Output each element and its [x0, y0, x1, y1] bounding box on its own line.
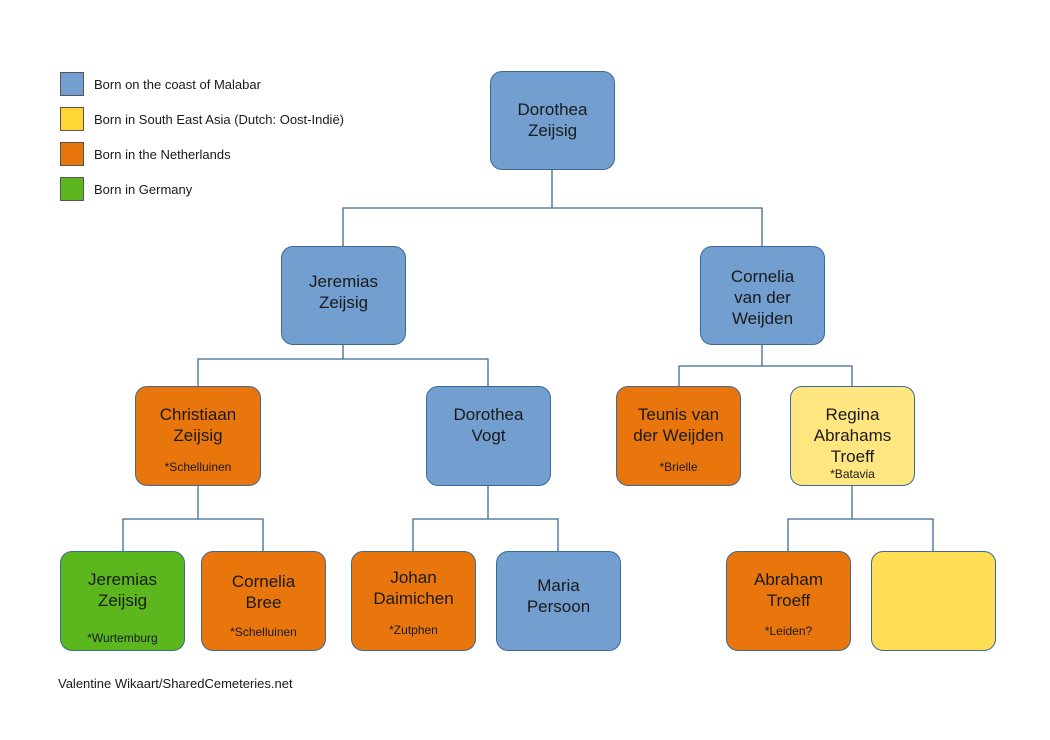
legend-swatch-germany	[60, 177, 84, 201]
node-dorothea-zeijsig: Dorothea Zeijsig	[490, 71, 615, 170]
legend-swatch-malabar	[60, 72, 84, 96]
node-name: Maria Persoon	[526, 576, 591, 616]
node-name: Johan Daimichen	[373, 568, 454, 608]
connector-regina-parents	[787, 518, 934, 551]
legend-swatch-southeast-asia	[60, 107, 84, 131]
node-cornelia-bree: Cornelia Bree *Schelluinen	[201, 551, 326, 651]
connector-parents-level1	[342, 207, 763, 246]
legend-label-malabar: Born on the coast of Malabar	[94, 76, 261, 92]
legend-item-southeast-asia: Born in South East Asia (Dutch: Oost-Ind…	[60, 105, 344, 133]
connector-christiaan-parents	[122, 518, 264, 551]
connector-vogt-parents	[412, 518, 559, 551]
legend-item-germany: Born in Germany	[60, 175, 192, 203]
legend-swatch-netherlands	[60, 142, 84, 166]
node-birthplace: *Zutphen	[389, 623, 438, 637]
node-name: Jeremias Zeijsig	[309, 272, 378, 312]
node-abraham-troeff: Abraham Troeff *Leiden?	[726, 551, 851, 651]
node-birthplace: *Wurtemburg	[87, 631, 158, 645]
node-regina-abrahams-troeff: Regina Abrahams Troeff *Batavia	[790, 386, 915, 486]
legend-item-malabar: Born on the coast of Malabar	[60, 70, 261, 98]
node-name: Dorothea Zeijsig	[517, 100, 588, 140]
legend-label-southeast-asia: Born in South East Asia (Dutch: Oost-Ind…	[94, 111, 345, 127]
legend-label-netherlands: Born in the Netherlands	[94, 146, 231, 162]
node-name: Cornelia Bree	[231, 572, 296, 612]
node-name: Christiaan Zeijsig	[159, 405, 237, 445]
node-dorothea-vogt: Dorothea Vogt	[426, 386, 551, 486]
node-birthplace: *Schelluinen	[164, 460, 232, 474]
node-name: Abraham Troeff	[754, 570, 823, 610]
connector-jeremias-parents	[197, 358, 489, 386]
node-johan-daimichen: Johan Daimichen *Zutphen	[351, 551, 476, 651]
node-cornelia-van-der-weijden: Cornelia van der Weijden	[700, 246, 825, 345]
credit-text: Valentine Wikaart/SharedCemeteries.net	[58, 676, 293, 691]
node-maria-persoon: Maria Persoon	[496, 551, 621, 651]
node-birthplace: *Schelluinen	[230, 625, 297, 639]
node-jeremias-zeijsig: Jeremias Zeijsig	[281, 246, 406, 345]
node-teunis-van-der-weijden: Teunis van der Weijden *Brielle	[616, 386, 741, 486]
node-name: Jeremias Zeijsig	[88, 570, 157, 610]
legend-item-netherlands: Born in the Netherlands	[60, 140, 231, 168]
node-birthplace: *Batavia	[830, 467, 875, 481]
legend-label-germany: Born in Germany	[94, 181, 193, 197]
node-name: Regina Abrahams Troeff	[813, 405, 892, 466]
node-birthplace: *Leiden?	[764, 624, 813, 638]
node-name: Teunis van der Weijden	[633, 405, 724, 445]
node-christiaan-zeijsig: Christiaan Zeijsig *Schelluinen	[135, 386, 261, 486]
node-unknown-mother	[871, 551, 996, 651]
connector-cornelia-parents	[678, 365, 853, 386]
node-jeremias-zeijsig-germany: Jeremias Zeijsig *Wurtemburg	[60, 551, 185, 651]
node-birthplace: *Brielle	[659, 460, 698, 474]
node-name: Cornelia van der Weijden	[730, 267, 795, 328]
node-name: Dorothea Vogt	[453, 405, 524, 445]
